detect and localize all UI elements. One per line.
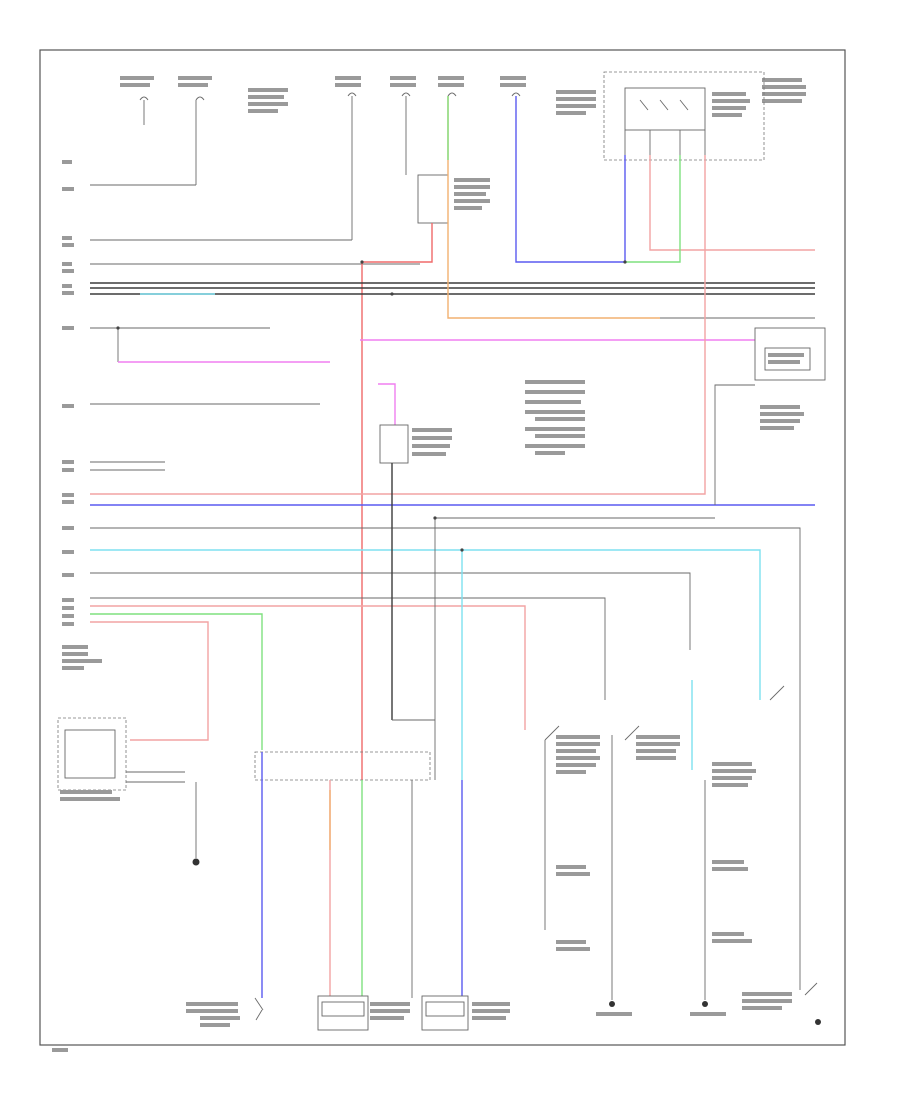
diagram-frame [39, 49, 846, 1046]
wire-pink-top [649, 155, 815, 251]
relay-box [417, 174, 449, 224]
wire-blue-top [515, 96, 626, 263]
center-components [57, 260, 826, 1031]
footer-ref-mark [52, 1048, 68, 1052]
lower-module [254, 751, 431, 781]
top-fuse-group [90, 71, 806, 240]
wire-red-long [90, 155, 706, 495]
wire-bus [90, 96, 815, 990]
wire-cyan [90, 549, 761, 700]
switch-icon [544, 725, 560, 741]
ground-icon [192, 858, 200, 866]
center-connector [379, 424, 409, 464]
wire-red-relay [361, 223, 433, 780]
left-connector-labels [62, 160, 102, 670]
